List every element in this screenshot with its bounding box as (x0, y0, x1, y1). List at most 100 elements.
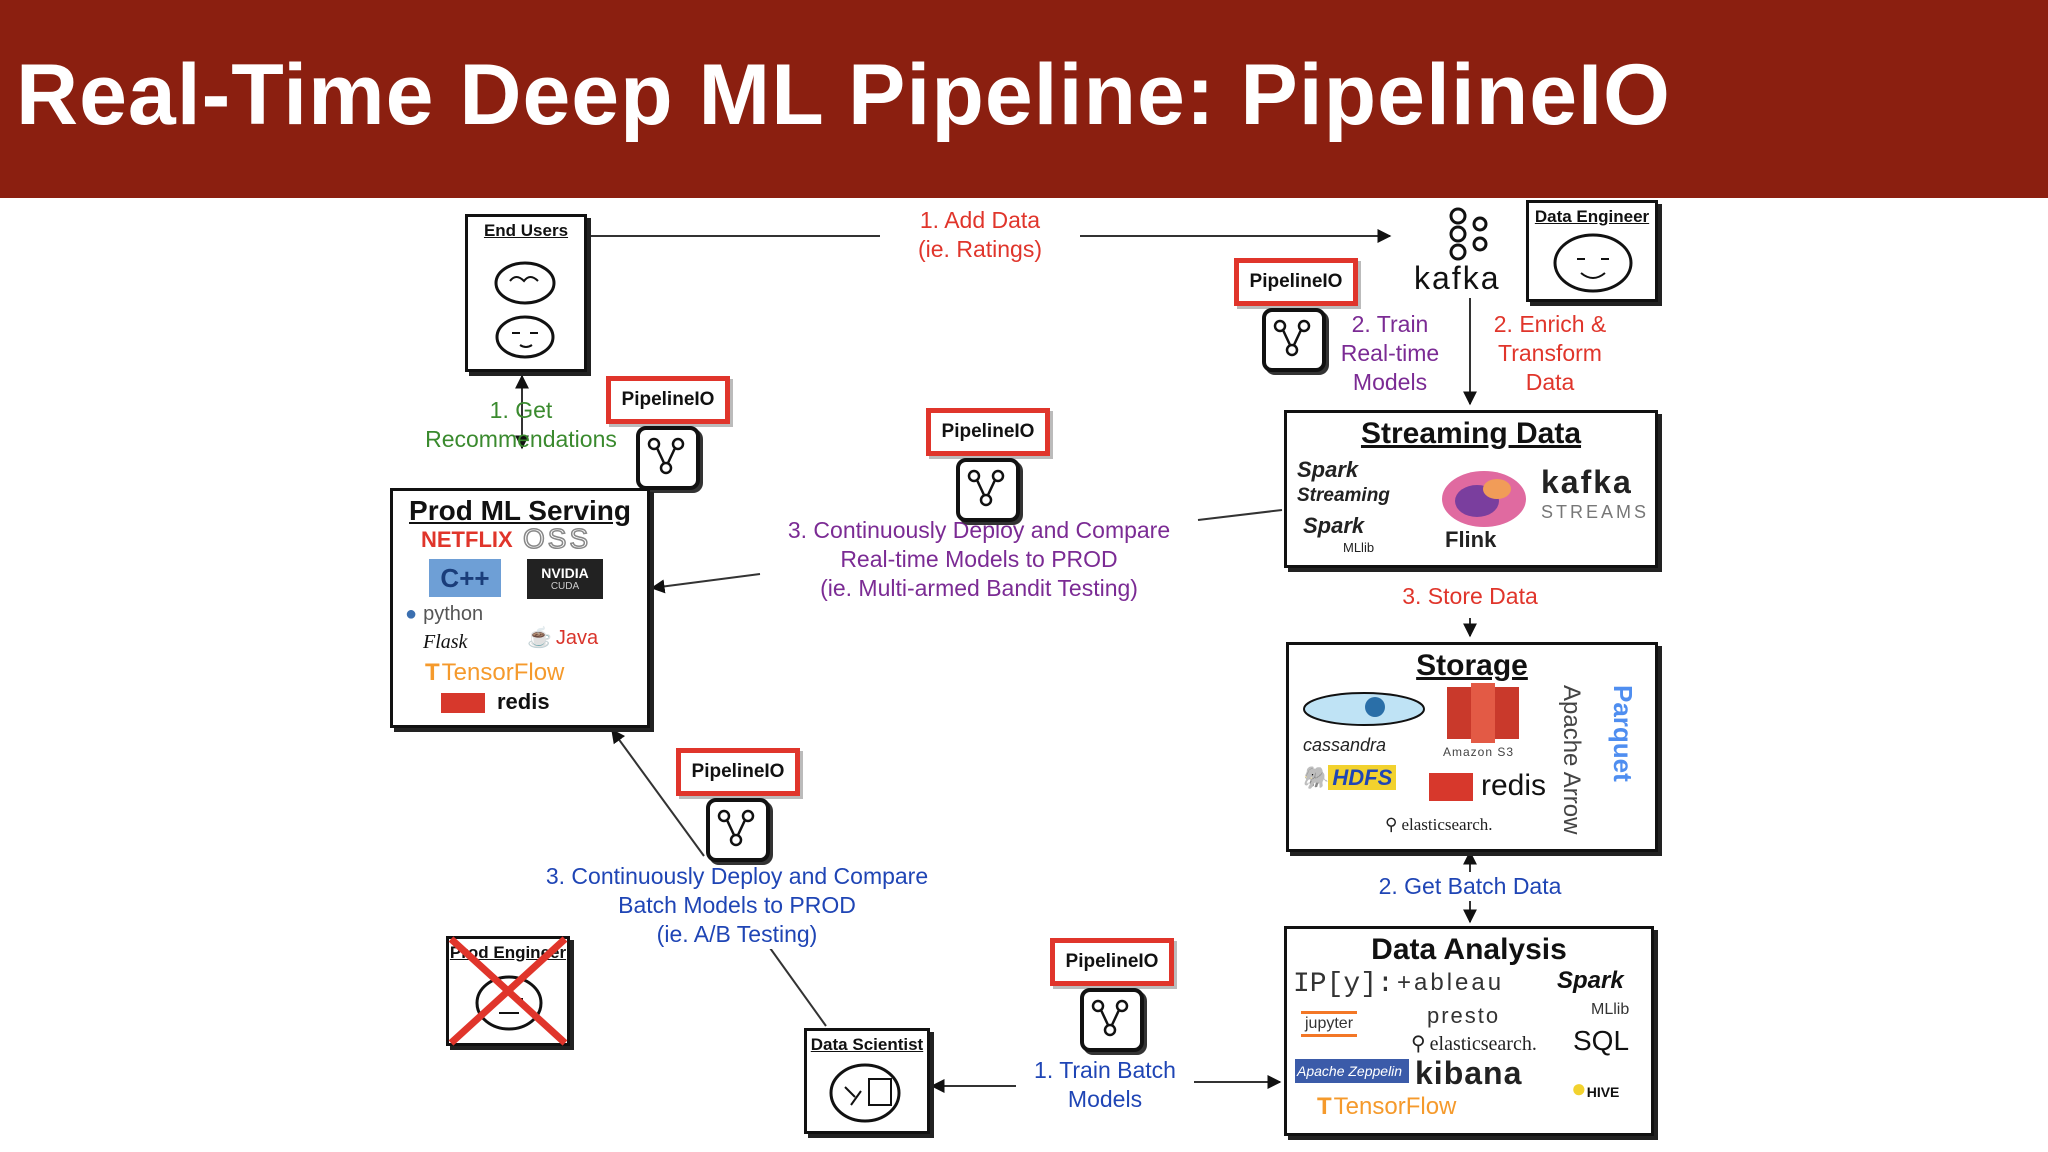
hive-label: HIVE (1586, 1084, 1620, 1100)
sql-logo: SQL (1573, 1025, 1630, 1056)
elasticsearch-logo: ⚲elasticsearch. (1385, 815, 1493, 835)
pipelineio-badge-train-rt: PipelineIO (1234, 258, 1358, 372)
java-label: Java (555, 627, 599, 649)
apache-arrow-logo: Apache Arrow (1558, 685, 1585, 835)
prod-engineer-title: Prod Engineer (449, 943, 567, 962)
page-title: Real-Time Deep ML Pipeline: PipelineIO (16, 47, 1671, 143)
pipelineio-tag: PipelineIO (676, 748, 800, 796)
kafka-logo: kafka (1414, 260, 1501, 296)
streaming-data-title: Streaming Data (1360, 417, 1582, 450)
pipeline-icon (956, 458, 1020, 522)
java-icon: ☕ (527, 627, 552, 649)
flink-icon (1442, 471, 1526, 527)
parquet-logo: Parquet (1608, 685, 1638, 782)
cassandra-icon (1303, 692, 1425, 726)
storage-title: Storage (1416, 649, 1528, 682)
tensorflow-label: TensorFlow (441, 659, 565, 686)
python-icon: ● (405, 603, 418, 625)
end-users-title: End Users (483, 221, 569, 240)
elasticsearch-label: elasticsearch. (1401, 815, 1493, 834)
cross-out-icon (448, 936, 568, 1046)
ipython-logo: IP[y]: (1293, 969, 1394, 1000)
zeppelin-logo: Apache Zeppelin (1295, 1059, 1409, 1083)
arrow-deploy-batch-a (769, 947, 827, 1027)
kafka-icon (1449, 207, 1488, 261)
store-data-label: 3. Store Data (1402, 583, 1538, 609)
elasticsearch-icon: ⚲ (1385, 815, 1398, 834)
redis-logo: redis (441, 689, 550, 715)
redis-label: redis (1481, 769, 1547, 802)
data-scientist-face-icon (829, 1063, 901, 1123)
pipelineio-tag: PipelineIO (926, 408, 1050, 456)
flink-logo: Flink (1445, 527, 1497, 552)
redis-icon (441, 693, 485, 714)
presto-logo: presto (1427, 1003, 1501, 1028)
pipelineio-tag: PipelineIO (606, 376, 730, 424)
hive-bee-icon: ● (1571, 1073, 1587, 1103)
pipeline-icon (1262, 308, 1326, 372)
amazon-s3-logo: Amazon S3 (1443, 745, 1515, 759)
hdfs-logo: 🐘HDFS (1301, 765, 1397, 791)
tensorflow-analysis-logo: TTensorFlow (1317, 1093, 1456, 1121)
end-users-box: End Users (465, 214, 587, 372)
tensorflow-logo: TTensorFlow (425, 659, 564, 687)
redis-label: redis (497, 689, 550, 714)
get-batch-data-label: 2. Get Batch Data (1360, 872, 1580, 901)
flask-logo: Flask (423, 631, 468, 653)
hive-logo: ●HIVE (1571, 1073, 1619, 1104)
elasticsearch-analysis-logo: ⚲elasticsearch. (1411, 1031, 1537, 1056)
arrow-deploy-batch-b (611, 728, 705, 857)
nvidia-logo: NVIDIA CUDA (527, 559, 603, 599)
engineer-face-icon (1553, 233, 1633, 293)
data-engineer-title: Data Engineer (1534, 207, 1650, 226)
add-data-label: 1. Add Data(ie. Ratings) (880, 206, 1080, 264)
elasticsearch-icon: ⚲ (1411, 1033, 1426, 1055)
pipeline-icon (706, 798, 770, 862)
mllib-analysis-logo: MLlib (1591, 1001, 1630, 1018)
tableau-logo: +ableau (1397, 969, 1505, 996)
prod-engineer-box: Prod Engineer (446, 936, 570, 1046)
jupyter-logo: jupyter (1301, 1011, 1358, 1037)
hdfs-label: HDFS (1328, 765, 1397, 790)
redis-storage-logo: redis (1429, 769, 1546, 803)
kafka-streams-logo: kafka STREAMS (1541, 464, 1650, 522)
data-analysis-title: Data Analysis (1371, 933, 1567, 966)
python-label: python (423, 603, 484, 625)
arrow-deploy-rt-a (1197, 509, 1283, 521)
tensorflow-icon: T (425, 659, 440, 686)
oss-logo: OSS (522, 522, 592, 555)
hadoop-elephant-icon: 🐘 (1301, 765, 1329, 790)
redis-icon (1429, 773, 1473, 802)
title-banner: Real-Time Deep ML Pipeline: PipelineIO (0, 0, 2048, 198)
kibana-logo: kibana (1415, 1055, 1523, 1091)
python-logo: ●python (405, 603, 483, 626)
netflix-logo: NETFLIX (421, 527, 513, 552)
prod-ml-serving-box: Prod ML Serving NETFLIX OSS C++ NVIDIA C… (390, 488, 650, 728)
pipeline-icon (636, 426, 700, 490)
user-face-icon (494, 261, 556, 359)
prod-ml-serving-title: Prod ML Serving (409, 495, 631, 526)
data-engineer-box: Data Engineer (1526, 200, 1658, 302)
arrow-deploy-rt-b (650, 573, 761, 594)
pipeline-icon (1080, 988, 1144, 1052)
cpp-logo: C++ (429, 559, 501, 597)
pipelineio-badge-deploy-batch: PipelineIO (676, 748, 800, 862)
elasticsearch-label: elasticsearch. (1429, 1033, 1537, 1055)
storage-box: Storage cassandra Amazon S3 🐘HDFS redis … (1286, 642, 1658, 852)
pipelineio-tag: PipelineIO (1234, 258, 1358, 306)
tensorflow-icon: T (1317, 1093, 1332, 1120)
pipelineio-tag: PipelineIO (1050, 938, 1174, 986)
amazon-s3-icon (1447, 683, 1519, 743)
cassandra-logo: cassandra (1303, 735, 1387, 755)
data-scientist-box: Data Scientist (804, 1028, 930, 1134)
spark-analysis-logo: Spark (1557, 967, 1624, 994)
data-analysis-box: Data Analysis IP[y]: +ableau Spark jupyt… (1284, 926, 1654, 1136)
